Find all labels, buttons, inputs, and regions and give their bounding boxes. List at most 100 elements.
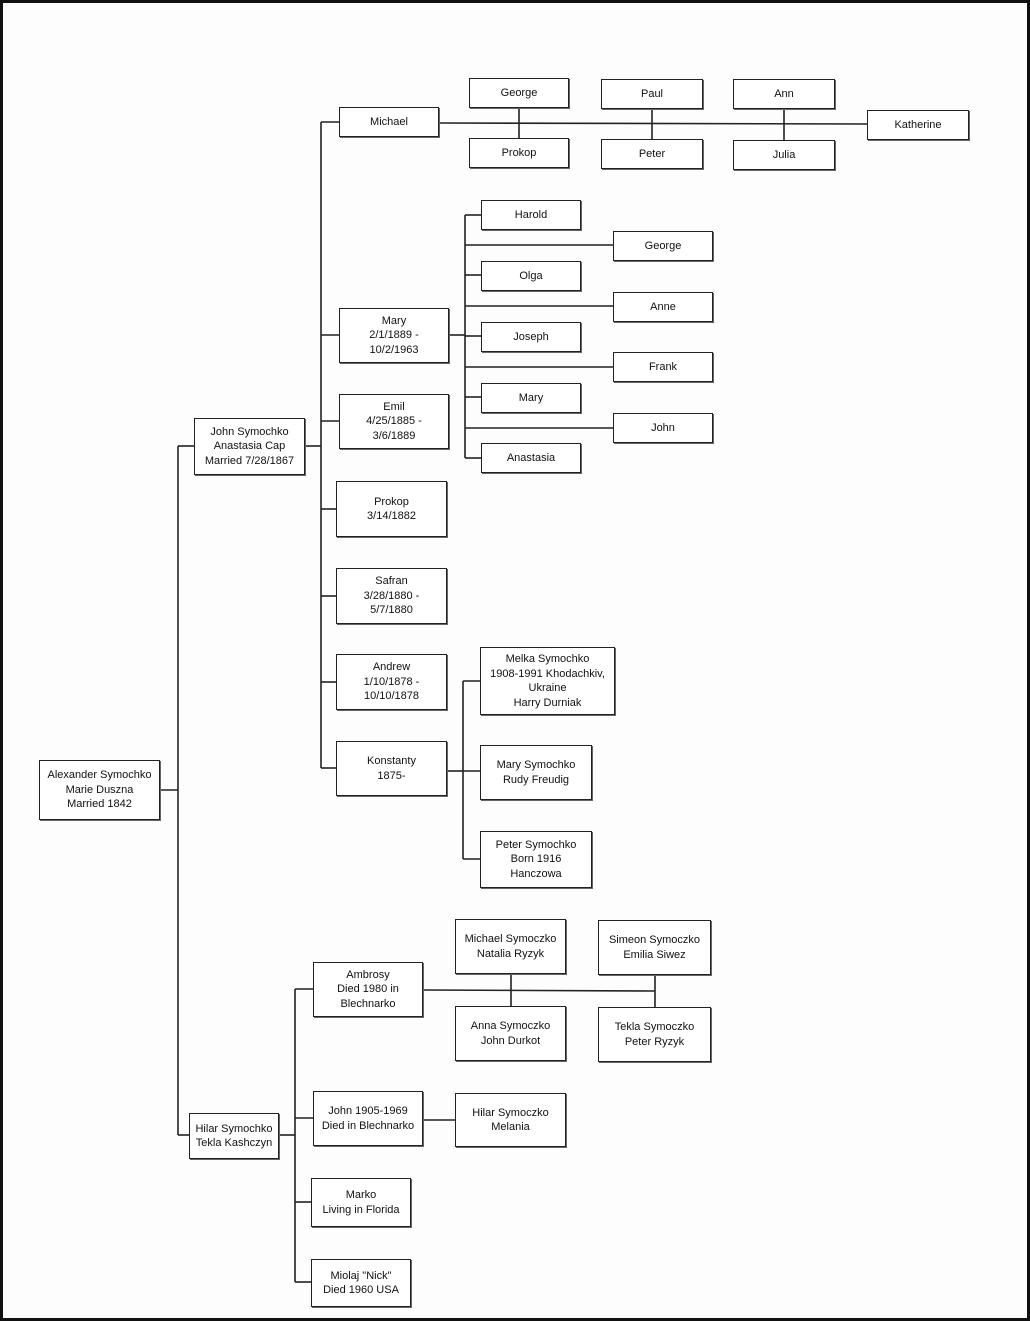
person-text-line: Olga [519, 269, 543, 282]
person-text-line: Peter Symochko [495, 838, 577, 851]
person-text-line: Living in Florida [322, 1203, 400, 1216]
person-text-line: Mary [518, 391, 544, 404]
person-text-line: Ann [774, 87, 794, 100]
person-box-emil: Emil 4/25/1885 -3/6/1889 [339, 394, 449, 449]
person-text-line: Rudy Freudig [502, 773, 570, 786]
person-text-line: Peter [638, 147, 666, 160]
person-box-julia: Julia [733, 140, 835, 170]
person-text-line: Prokop [374, 495, 409, 508]
connector-lines [160, 107, 868, 1283]
person-text-line: 1908-1991 Khodachkiv, [490, 667, 605, 680]
person-text-line: 3/6/1889 [372, 429, 416, 442]
person-box-prokop: Prokop 3/14/1882 [336, 481, 447, 537]
person-text-line: Ambrosy [346, 968, 390, 981]
person-text-line: Joseph [513, 330, 549, 343]
person-text-line: Frank [648, 360, 678, 373]
person-text-line: Konstanty [367, 755, 416, 767]
person-box-george-y: George [613, 231, 713, 261]
person-text-line: George [644, 239, 682, 252]
person-text-line: George [500, 86, 538, 99]
person-box-olga: Olga [481, 261, 581, 291]
person-text-line: Hilar Symochko [195, 1122, 273, 1135]
person-text-line: Tekla Symoczko [614, 1021, 695, 1033]
person-box-miolaj: Miolaj "Nick" Died 1960 USA [311, 1259, 411, 1307]
person-box-konstanty: Konstanty 1875- [336, 741, 447, 796]
person-text-line: Emilia Siwez [623, 948, 686, 961]
person-text-line: Mary Symochko [496, 759, 576, 771]
person-text-line: 4/25/1885 - [366, 415, 422, 428]
person-text-line: Michael Symoczko [464, 933, 557, 945]
person-text-line: Anna Symoczko [470, 1020, 551, 1032]
person-text-line: Harold [514, 208, 548, 221]
person-text-line: Melania [491, 1121, 530, 1133]
person-text-line: John [651, 421, 675, 434]
person-text-line: Blechnarko [340, 997, 396, 1010]
person-text-line: Alexander Symochko [47, 769, 152, 782]
person-text-line: Marie Duszna [65, 783, 134, 796]
person-text-line: Natalia Ryzyk [476, 947, 545, 960]
person-box-harold: Harold [481, 200, 581, 230]
person-text-line: John 1905-1969 [328, 1105, 408, 1117]
person-box-katherine: Katherine [867, 110, 969, 140]
person-text-line: John Symochko [210, 425, 289, 438]
person-text-line: Died 1980 in [337, 983, 399, 996]
person-text-line: Married 7/28/1867 [204, 454, 295, 467]
person-text-line: 5/7/1880 [370, 604, 413, 617]
person-text-line: Michael [370, 115, 408, 128]
person-text-line: 1875- [377, 769, 406, 782]
person-box-paul: Paul [601, 79, 703, 109]
person-text-line: Anne [650, 300, 676, 313]
person-text-line: Simeon Symoczko [608, 934, 701, 946]
person-text-line: Peter Ryzyk [624, 1035, 685, 1048]
person-text-line: 10/10/1878 [363, 690, 420, 703]
person-box-michael: Michael [339, 107, 439, 137]
person-text-line: Died in Blechnarko [321, 1119, 415, 1132]
person-text-line: Emil [383, 400, 405, 413]
person-box-anne: Anne [613, 292, 713, 322]
person-text-line: Prokop [501, 146, 537, 159]
person-box-joseph: Joseph [481, 322, 581, 352]
person-text-line: Safran [375, 575, 408, 588]
person-text-line: Mary [381, 314, 407, 327]
person-text-line: Anastasia Cap [213, 440, 286, 453]
person-box-frank: Frank [613, 352, 713, 382]
person-box-mary: Mary 2/1/1889 -10/2/1963 [339, 308, 449, 363]
person-text-line: 10/2/1963 [369, 343, 419, 356]
person-text-line: 3/14/1882 [367, 510, 416, 522]
person-text-line: Hanczowa [510, 867, 562, 880]
person-text-line: Ukraine [528, 682, 567, 694]
person-box-ann: Ann [733, 79, 835, 109]
person-box-john-y: John [613, 413, 713, 443]
person-text-line: Miolaj "Nick" [330, 1269, 392, 1282]
person-text-line: John Durkot [480, 1034, 541, 1047]
person-box-melka: Melka Symochko 1908-1991 Khodachkiv, Ukrai… [480, 647, 615, 715]
person-text-line: Died 1960 USA [323, 1284, 399, 1296]
person-box-peter-m: Peter [601, 139, 703, 169]
person-text-line: 2/1/1889 - [369, 329, 419, 342]
person-text-line: Born 1916 [510, 853, 562, 866]
person-text-line: Paul [640, 87, 664, 100]
person-text-line: Hilar Symoczko [472, 1106, 549, 1119]
person-text-line: Julia [772, 148, 796, 161]
person-text-line: Melka Symochko [505, 653, 590, 665]
person-text-line: 3/28/1880 - [363, 589, 420, 602]
person-text-line: Tekla Kashczyn [195, 1137, 273, 1149]
person-text-line: Anastasia [506, 451, 556, 464]
person-text-line: Married 1842 [67, 798, 132, 811]
person-text-line: Katherine [894, 118, 942, 131]
